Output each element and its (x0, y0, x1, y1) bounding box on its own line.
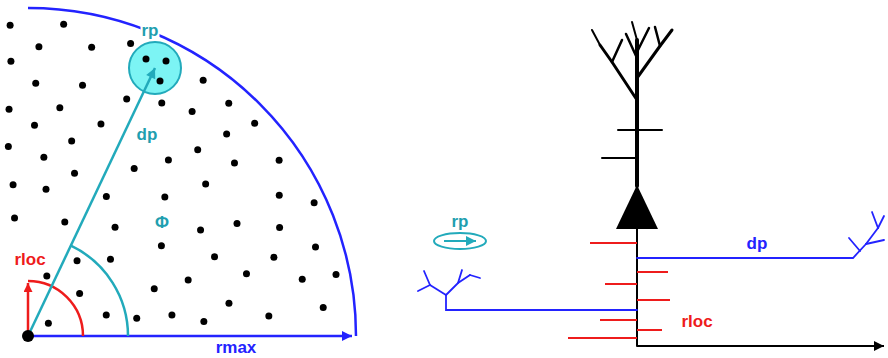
dot (197, 226, 204, 233)
dot (68, 138, 75, 145)
dot (194, 146, 201, 153)
dot (76, 290, 83, 297)
local-radius-arc (28, 281, 83, 336)
dot (151, 285, 158, 292)
dot (60, 21, 67, 28)
dot (311, 199, 318, 206)
dot (143, 56, 150, 63)
dot (40, 154, 47, 161)
distance-label: dp (746, 235, 769, 252)
dot (74, 257, 81, 264)
dot (71, 170, 78, 177)
dot (225, 100, 232, 107)
distance-arrow (28, 68, 155, 336)
dot (107, 256, 114, 263)
pyramidal-neuron (592, 22, 672, 346)
dot (157, 78, 164, 85)
dot (185, 276, 192, 283)
dot (276, 157, 283, 164)
dot (270, 254, 277, 261)
dot (43, 186, 50, 193)
dot (161, 193, 168, 200)
dot (103, 193, 110, 200)
dot (10, 181, 17, 188)
dot (7, 22, 14, 29)
dot (112, 224, 119, 231)
dot (103, 312, 110, 319)
dot (158, 99, 165, 106)
soma-triangle (616, 185, 658, 229)
dot (200, 318, 207, 325)
dot (320, 304, 327, 311)
dot (189, 108, 196, 115)
dot (133, 315, 140, 322)
dot (202, 181, 209, 188)
angle-arc (71, 246, 128, 336)
dot (31, 122, 38, 129)
dot (32, 80, 39, 87)
dot (265, 313, 272, 320)
dot (211, 253, 218, 260)
dot (165, 157, 172, 164)
dot (123, 95, 130, 102)
dot (45, 320, 52, 327)
patch-axons (418, 212, 884, 310)
dot (7, 58, 14, 65)
dot (127, 40, 134, 47)
max-radius-arc (28, 8, 356, 336)
rotation-arrow (444, 240, 476, 242)
dot (312, 243, 319, 250)
dot (276, 192, 283, 199)
dot (231, 160, 238, 167)
dot (223, 131, 230, 138)
dot (333, 271, 340, 278)
radius-label: rp (451, 213, 470, 230)
dot (88, 44, 95, 51)
dot (35, 43, 42, 50)
dot (5, 143, 12, 150)
max-radius-label: rmax (215, 339, 258, 356)
dot (163, 58, 170, 65)
dot (299, 276, 306, 283)
local-radius-arrow (27, 283, 30, 336)
distance-label: dp (136, 126, 159, 143)
dot (158, 242, 165, 249)
dot (243, 270, 250, 277)
dot (225, 300, 232, 307)
dot (56, 104, 63, 111)
origin-dot (22, 330, 34, 342)
dot (131, 165, 138, 172)
dot (11, 214, 18, 221)
local-radius-label: rloc (13, 251, 46, 268)
dot (79, 82, 86, 89)
distance-axis (637, 345, 884, 347)
dot (276, 224, 283, 231)
dot (61, 218, 68, 225)
max-radius-arrow (28, 335, 352, 338)
dot (6, 106, 13, 113)
angle-label: Φ (154, 214, 170, 231)
radius-label: rp (141, 22, 160, 39)
dot (251, 120, 258, 127)
dot (234, 220, 241, 227)
dot (168, 312, 175, 319)
dot-field (5, 21, 340, 327)
rotation-ellipse (434, 233, 486, 249)
dot (200, 77, 207, 84)
dot (43, 273, 50, 280)
local-radius-label: rloc (680, 313, 713, 330)
dot (97, 121, 104, 128)
